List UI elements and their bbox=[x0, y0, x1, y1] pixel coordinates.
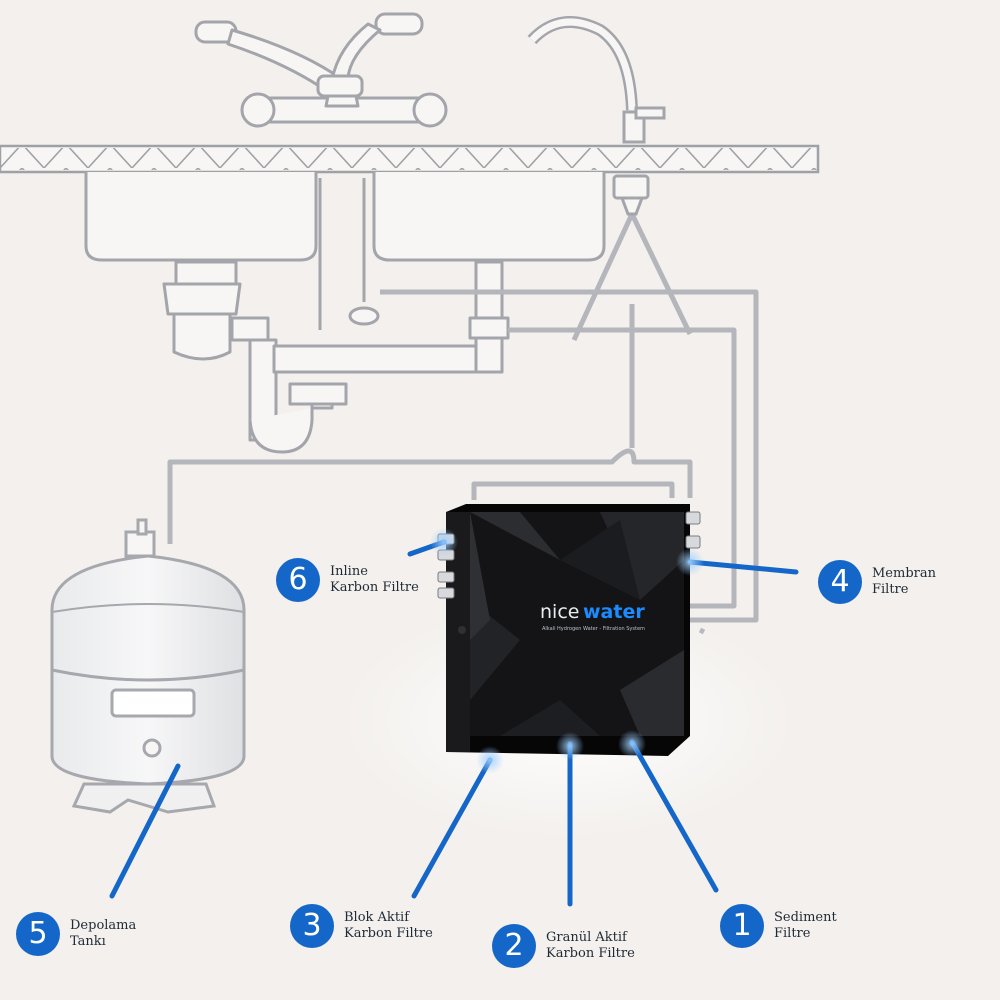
callout-sediment-filter: 1 Sediment Filtre bbox=[720, 904, 837, 948]
callout-label-3: Blok Aktif Karbon Filtre bbox=[344, 910, 433, 942]
callout-label-1-line2: Filtre bbox=[774, 926, 811, 941]
callout-number-3: 3 bbox=[290, 904, 334, 948]
callout-label-1-line1: Sediment bbox=[774, 910, 837, 925]
callout-membrane-filter: 4 Membran Filtre bbox=[818, 560, 936, 604]
power-indicator bbox=[458, 626, 466, 634]
leader-glows bbox=[430, 528, 704, 774]
callout-number-1: 1 bbox=[720, 904, 764, 948]
callout-granular-carbon-filter: 2 Granül Aktif Karbon Filtre bbox=[492, 924, 635, 968]
callout-label-6: Inline Karbon Filtre bbox=[330, 564, 419, 596]
callout-label-2-line1: Granül Aktif bbox=[546, 930, 627, 945]
leader-line-4 bbox=[687, 559, 799, 575]
leader-line-5 bbox=[109, 763, 181, 899]
double-sink bbox=[84, 172, 606, 262]
brand-nice: nice bbox=[540, 601, 579, 623]
callout-label-4-line1: Membran bbox=[872, 566, 936, 581]
callout-label-1: Sediment Filtre bbox=[774, 910, 837, 942]
callout-number-2: 2 bbox=[492, 924, 536, 968]
callout-label-3-line2: Karbon Filtre bbox=[344, 926, 433, 941]
mixer-faucet bbox=[194, 12, 448, 128]
countertop bbox=[0, 144, 820, 174]
callout-number-4: 4 bbox=[818, 560, 862, 604]
callout-number-5: 5 bbox=[16, 912, 60, 956]
callout-label-5-line2: Tankı bbox=[70, 934, 106, 949]
callout-block-carbon-filter: 3 Blok Aktif Karbon Filtre bbox=[290, 904, 433, 948]
callout-lines bbox=[109, 539, 799, 907]
storage-tank bbox=[50, 518, 246, 814]
ro-faucet bbox=[527, 16, 666, 144]
water-lines bbox=[167, 176, 759, 635]
callout-storage-tank: 5 Depolama Tankı bbox=[16, 912, 136, 956]
nicewater-filter-unit: nice water Alkali Hydrogen Water - Filtr… bbox=[437, 504, 701, 756]
callout-number-6: 6 bbox=[276, 558, 320, 602]
callout-label-6-line1: Inline bbox=[330, 564, 368, 579]
drain-plumbing bbox=[162, 178, 510, 454]
leader-line-3 bbox=[411, 757, 493, 899]
callout-label-2-line2: Karbon Filtre bbox=[546, 946, 635, 961]
callout-label-6-line2: Karbon Filtre bbox=[330, 580, 419, 595]
brand-water: water bbox=[583, 601, 645, 623]
leader-line-1 bbox=[629, 739, 719, 893]
ro-faucet-valve bbox=[612, 174, 650, 216]
callout-label-4-line2: Filtre bbox=[872, 582, 909, 597]
callout-label-4: Membran Filtre bbox=[872, 566, 936, 598]
callout-label-5: Depolama Tankı bbox=[70, 918, 136, 950]
brand-tagline: Alkali Hydrogen Water - Filtration Syste… bbox=[542, 626, 645, 632]
callout-label-3-line1: Blok Aktif bbox=[344, 910, 410, 925]
callout-label-2: Granül Aktif Karbon Filtre bbox=[546, 930, 635, 962]
callout-inline-carbon-filter: 6 Inline Karbon Filtre bbox=[276, 558, 419, 602]
callout-label-5-line1: Depolama bbox=[70, 918, 137, 933]
